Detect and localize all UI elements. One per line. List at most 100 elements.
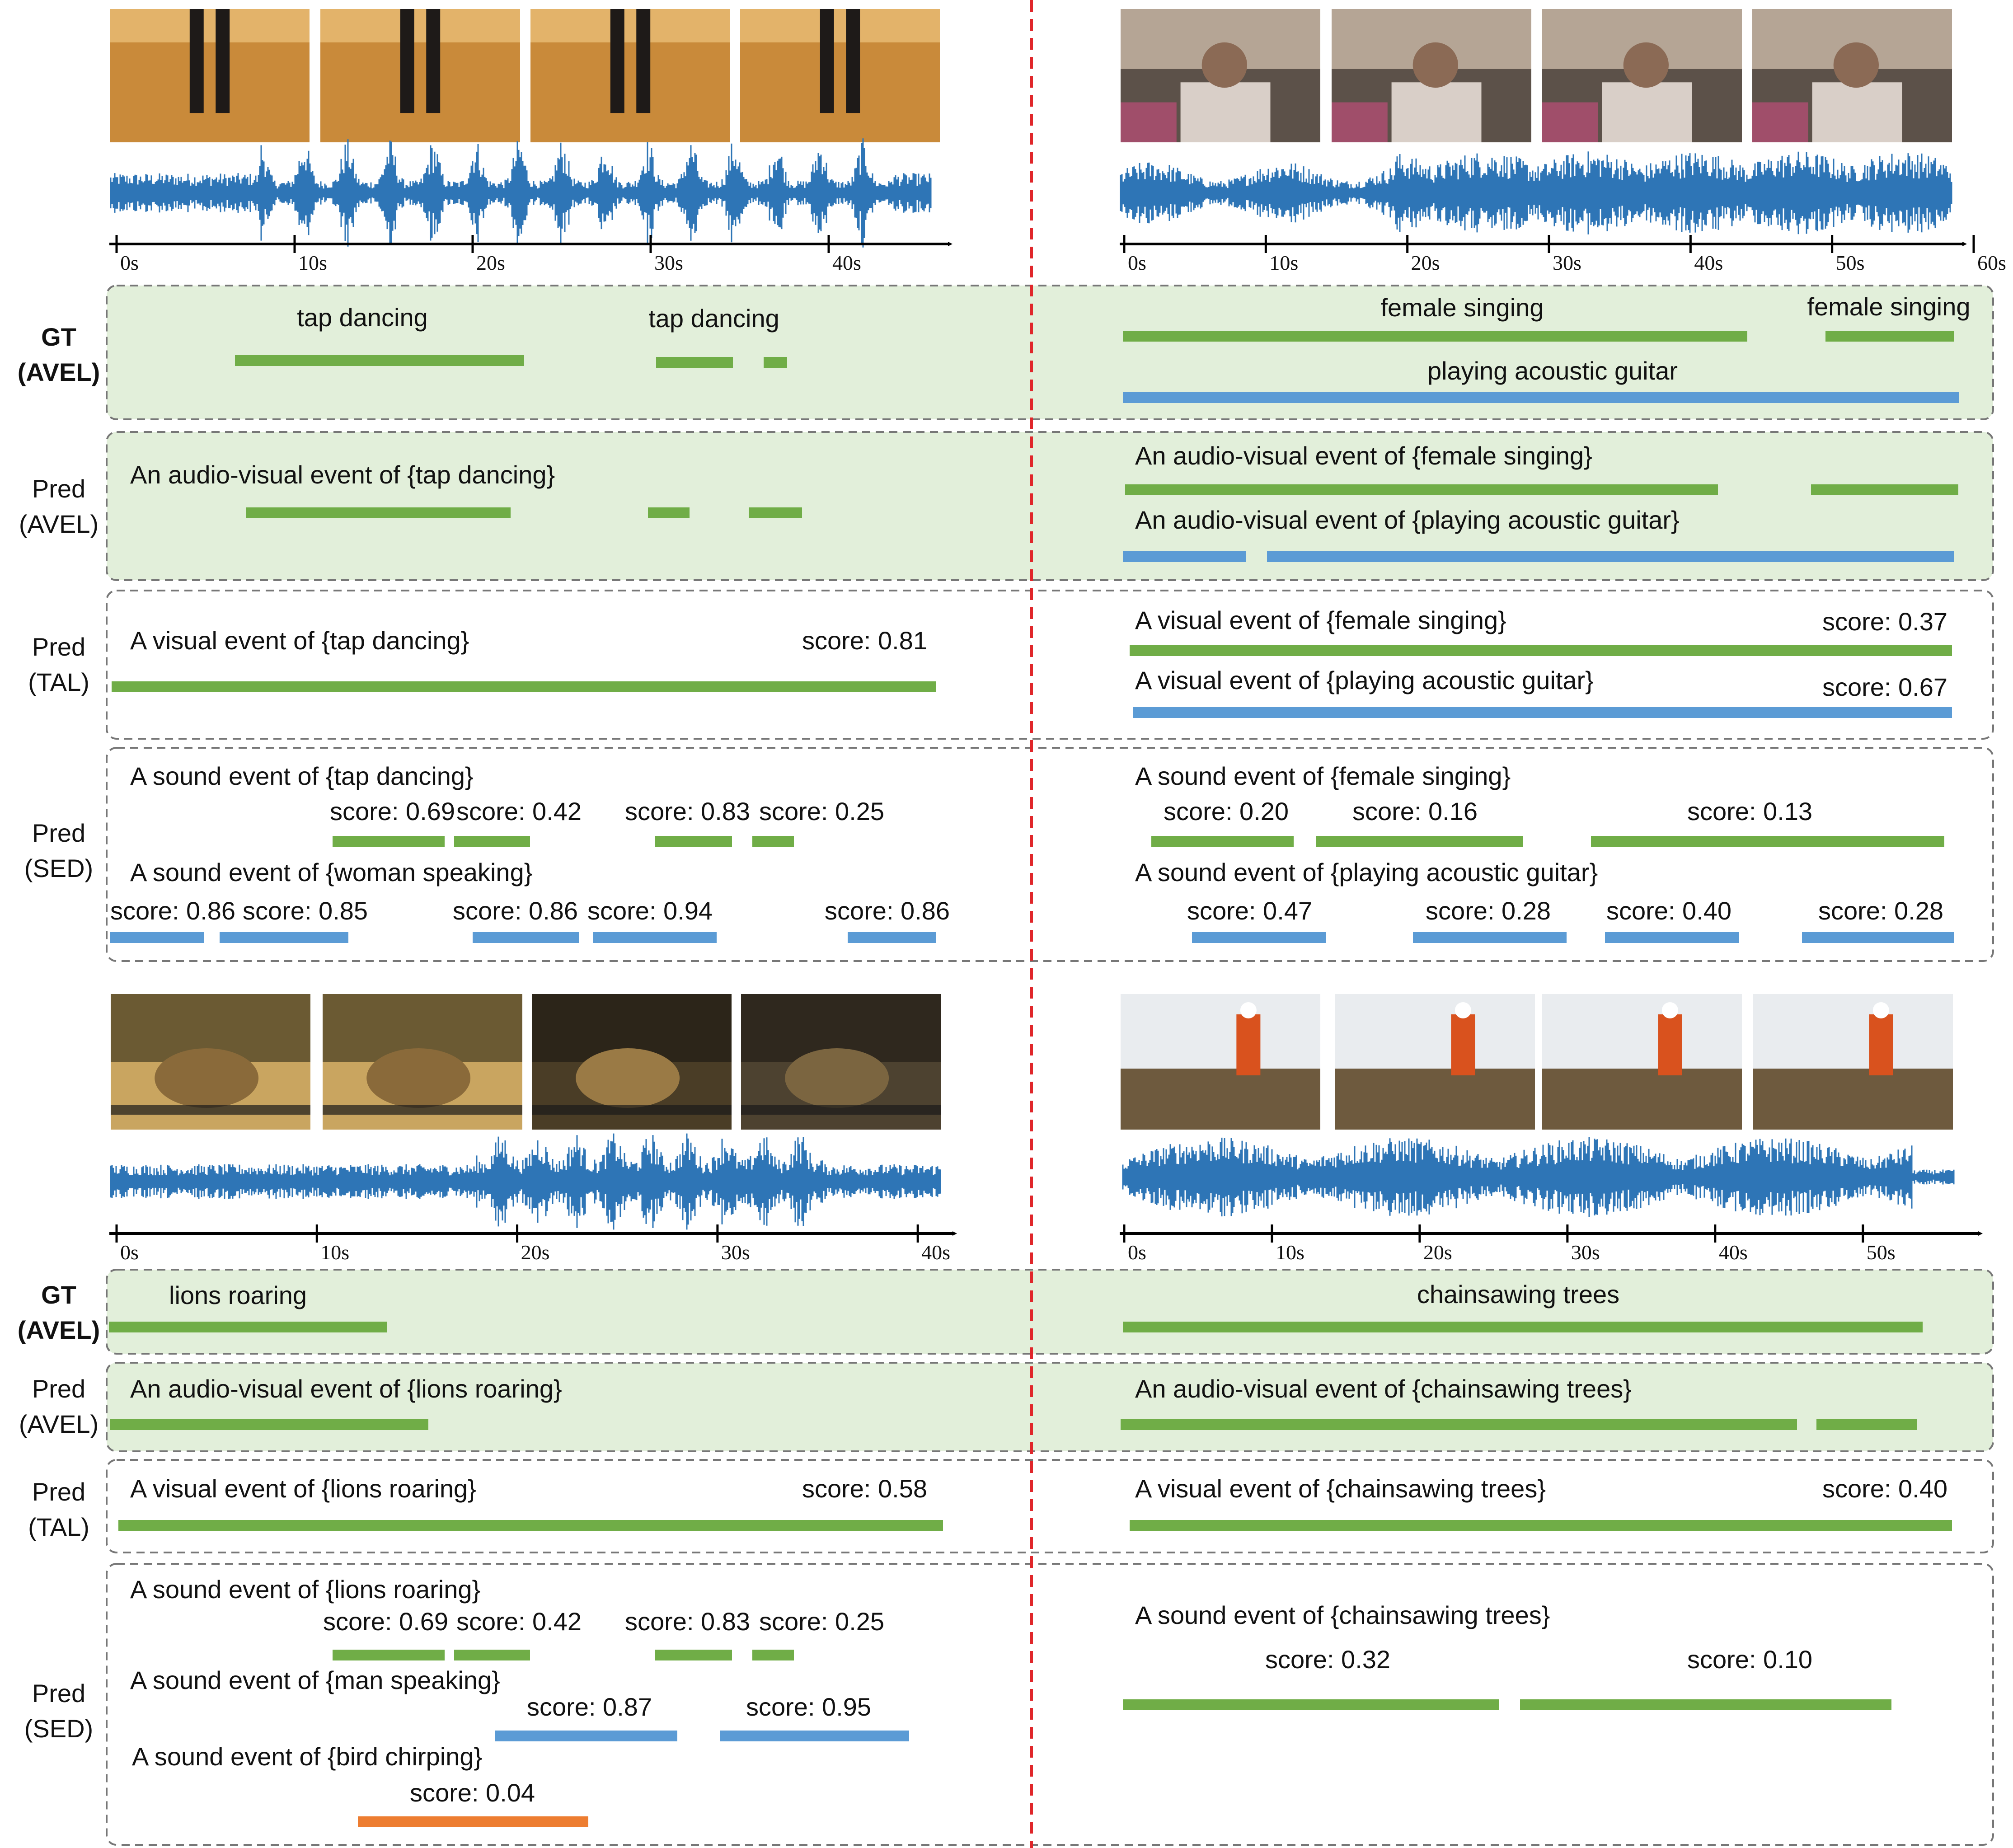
gt-segment (1123, 1322, 1923, 1332)
tal-pred-score: score: 0.81 (802, 626, 927, 655)
tick-label: 10s (320, 1241, 349, 1264)
tick-label: 0s (1128, 1241, 1146, 1264)
avel-pred-label: An audio-visual event of {lions roaring} (130, 1374, 562, 1403)
panel-avel-top (106, 431, 1994, 581)
sed-pred-segment (1802, 932, 1954, 943)
tick-label: 10s (1269, 251, 1298, 274)
avel-pred-label: An audio-visual event of {female singing… (1135, 441, 1592, 470)
row-label-tal-bottom-1: Pred (32, 1477, 85, 1506)
tal-pred-label: A visual event of {chainsawing trees} (1135, 1474, 1546, 1503)
panel-sed-bottom (106, 1563, 1994, 1846)
sed-pred-segment (752, 836, 794, 847)
tal-pred-segment (118, 1520, 943, 1531)
tick-label: 10s (298, 251, 327, 274)
row-label-tal-top-1: Pred (32, 633, 85, 661)
tal-pred-segment (1130, 1520, 1952, 1531)
sed-pred-score: score: 0.28 (1426, 896, 1551, 925)
sed-pred-score: score: 0.83 (625, 797, 750, 826)
avel-pred-segment (648, 507, 690, 518)
timeline-axes (109, 242, 1983, 1236)
tick-label: 20s (521, 1241, 550, 1264)
video-frame (111, 994, 310, 1130)
sed-pred-segment (333, 836, 445, 847)
sed-pred-segment (220, 932, 348, 943)
tick-label: 30s (721, 1241, 750, 1264)
sed-pred-segment (593, 932, 717, 943)
video-frame (320, 9, 520, 142)
sed-pred-segment (720, 1731, 909, 1741)
row-label-avel-top-2: (AVEL) (19, 510, 99, 538)
tal-pred-score: score: 0.40 (1822, 1474, 1947, 1503)
tick-label: 0s (1128, 251, 1146, 274)
tal-pred-score: score: 0.37 (1822, 607, 1947, 636)
avel-pred-label: An audio-visual event of {playing acoust… (1135, 506, 1680, 534)
avel-pred-label: An audio-visual event of {tap dancing} (130, 460, 555, 489)
video-frames (110, 9, 1953, 1130)
avel-pred-segment (1816, 1419, 1917, 1430)
tick-label: 60s (1977, 251, 2006, 274)
sed-pred-score: score: 0.95 (746, 1693, 871, 1721)
sed-pred-segment (454, 836, 530, 847)
sed-pred-label: A sound event of {female singing} (1135, 762, 1511, 790)
example-tap-dancing: tap dancing tap dancing An audio-visual … (110, 303, 950, 943)
gt-segment (1123, 331, 1747, 342)
waveform (110, 1133, 941, 1230)
row-label-avel-bottom-2: (AVEL) (19, 1410, 99, 1438)
tick-label: 20s (1411, 251, 1440, 274)
gt-segment (1825, 331, 1954, 342)
sed-pred-score: score: 0.16 (1352, 797, 1478, 826)
tick-label: 50s (1836, 251, 1865, 274)
sed-pred-segment (473, 932, 579, 943)
sed-pred-score: score: 0.04 (410, 1778, 535, 1807)
tick-label: 30s (654, 251, 683, 274)
example-chainsawing-trees: chainsawing trees An audio-visual event … (1121, 1280, 1952, 1710)
video-frame (741, 994, 941, 1130)
sed-pred-segment (110, 932, 204, 943)
tal-pred-segment (1130, 645, 1952, 656)
panel-sed-top (106, 747, 1994, 962)
panel-tal-top (106, 590, 1994, 740)
avel-pred-segment (1267, 551, 1954, 562)
video-frame (323, 994, 522, 1130)
tick-label: 0s (120, 1241, 139, 1264)
video-frame (1542, 9, 1742, 142)
avel-pred-segment (110, 1419, 428, 1430)
sed-pred-segment (333, 1650, 445, 1660)
sed-pred-score: score: 0.28 (1818, 896, 1943, 925)
video-frame (1542, 994, 1742, 1130)
panel-tal-bottom (106, 1459, 1994, 1553)
gt-segment (764, 357, 787, 368)
avel-pred-segment (1121, 1419, 1797, 1430)
avel-pred-segment (1811, 484, 1958, 495)
avel-pred-segment (246, 507, 511, 518)
video-frame (1752, 9, 1952, 142)
tick-label: 20s (1423, 1241, 1452, 1264)
gt-segment (235, 355, 524, 366)
video-frame (110, 9, 310, 142)
gt-label: tap dancing (297, 303, 428, 332)
tick-label: 50s (1867, 1241, 1896, 1264)
video-frame (530, 9, 730, 142)
row-label-gt-top-2: (AVEL) (18, 358, 100, 386)
row-label-tal-bottom-2: (TAL) (28, 1513, 89, 1541)
sed-pred-score: score: 0.10 (1687, 1645, 1812, 1674)
sed-pred-score: score: 0.20 (1164, 797, 1289, 826)
tick-label: 40s (921, 1241, 950, 1264)
video-frame (1121, 9, 1320, 142)
row-label-tal-top-2: (TAL) (28, 668, 89, 696)
waveform (110, 138, 932, 248)
row-label-gt-top-1: GT (41, 323, 76, 351)
sed-pred-score: score: 0.32 (1265, 1645, 1390, 1674)
video-frame (1121, 994, 1320, 1130)
tal-pred-label: A visual event of {playing acoustic guit… (1135, 666, 1594, 694)
gt-label: female singing (1807, 292, 1970, 321)
video-frame (1335, 994, 1535, 1130)
gt-label: chainsawing trees (1417, 1280, 1619, 1309)
sed-pred-score: score: 0.25 (759, 1607, 884, 1636)
sed-pred-score: score: 0.86 (110, 896, 235, 925)
tick-label: 30s (1571, 1241, 1600, 1264)
row-label-sed-top-2: (SED) (24, 854, 93, 882)
sed-pred-segment (1413, 932, 1567, 943)
tal-pred-label: A visual event of {lions roaring} (130, 1474, 476, 1503)
